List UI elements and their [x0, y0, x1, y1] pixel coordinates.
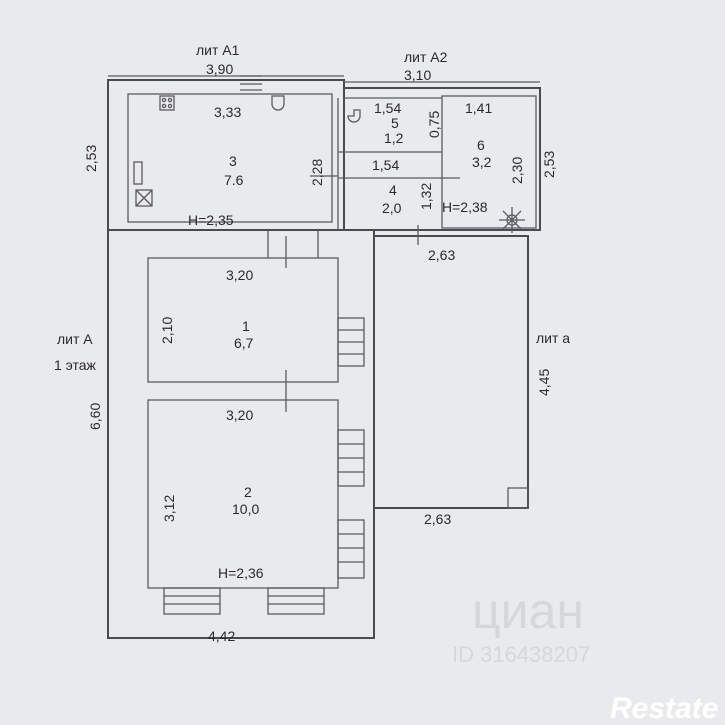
room-2-length: 3,12 [161, 495, 177, 522]
room-3-height: H=2,35 [188, 212, 234, 228]
room-1: 3,20 2,10 1 6,7 [159, 267, 254, 351]
room-4-width: 1,54 [372, 157, 399, 173]
dim-a1-width: 3,90 [206, 61, 233, 77]
light-icon [499, 207, 525, 233]
dim-lit-a-top: 2,63 [428, 247, 455, 263]
dim-a2-width: 3,10 [404, 67, 431, 83]
room-4-area: 2,0 [382, 200, 402, 216]
wing-labels: лит А1 лит А2 лит А 1 этаж лит а [54, 42, 570, 373]
room-3: 3,33 3 7.6 2,28 H=2,35 [188, 104, 325, 228]
dim-lit-a-height: 4,45 [536, 369, 552, 396]
watermark: циан ID 316438207 [452, 583, 590, 667]
room-2-area: 10,0 [232, 501, 259, 517]
label-floor: 1 этаж [54, 357, 97, 373]
watermark-brand: циан [472, 583, 584, 639]
room-1-width: 3,20 [226, 267, 253, 283]
room-6-area: 3,2 [472, 154, 492, 170]
room-3-width: 3,33 [214, 104, 241, 120]
room-2-width: 3,20 [226, 407, 253, 423]
room-1-area: 6,7 [234, 335, 254, 351]
room-1-length: 2,10 [159, 317, 175, 344]
room-6-width: 1,41 [465, 100, 492, 116]
room-3-number: 3 [229, 153, 237, 169]
dim-left-upper: 2,53 [83, 145, 99, 172]
label-lit-a: лит А [57, 331, 93, 347]
room-4-number: 4 [389, 182, 397, 198]
dim-bottom-total: 4,42 [208, 628, 235, 644]
heater-icon [133, 161, 143, 185]
corner-logo: Restate [610, 692, 718, 725]
watermark-id: ID 316438207 [452, 642, 590, 667]
room-2-height: H=2,36 [218, 565, 264, 581]
label-lit-a1: лит А1 [196, 42, 240, 58]
room-5-width: 1,54 [374, 100, 401, 116]
room-3-length: 2,28 [309, 159, 325, 186]
room-2: 3,20 3,12 2 10,0 H=2,36 [161, 407, 264, 581]
dim-right-upper: 2,53 [541, 151, 557, 178]
room-4: 1,54 4 2,0 1,32 [372, 157, 434, 216]
sink-icon [271, 95, 285, 111]
room-6-length: 2,30 [509, 157, 525, 184]
room-1-number: 1 [242, 318, 250, 334]
room-6-height: H=2,38 [442, 199, 488, 215]
room-5-area: 1,2 [384, 130, 404, 146]
room-5-number: 5 [391, 115, 399, 131]
dim-lit-a-bottom: 2,63 [424, 511, 451, 527]
room-6: 1,41 6 3,2 2,30 H=2,38 [442, 100, 525, 215]
room-4-length: 1,32 [418, 183, 434, 210]
room-3-area: 7.6 [224, 172, 244, 188]
dimension-lines [108, 75, 540, 179]
label-lit-a-small: лит а [536, 330, 570, 346]
outer-dimensions: 3,90 3,10 2,53 2,53 6,60 4,42 4,45 2,63 … [83, 61, 557, 644]
openings [163, 75, 419, 615]
room-5: 1,54 5 1,2 0,75 [374, 100, 442, 146]
boiler-icon [135, 189, 153, 207]
dim-left-total: 6,60 [87, 403, 103, 430]
fixtures [133, 95, 525, 233]
room-5-length: 0,75 [426, 111, 442, 138]
room-2-number: 2 [244, 484, 252, 500]
stove-icon [159, 95, 175, 111]
room-6-number: 6 [477, 137, 485, 153]
label-lit-a2: лит А2 [404, 49, 448, 65]
toilet-icon [347, 109, 361, 123]
